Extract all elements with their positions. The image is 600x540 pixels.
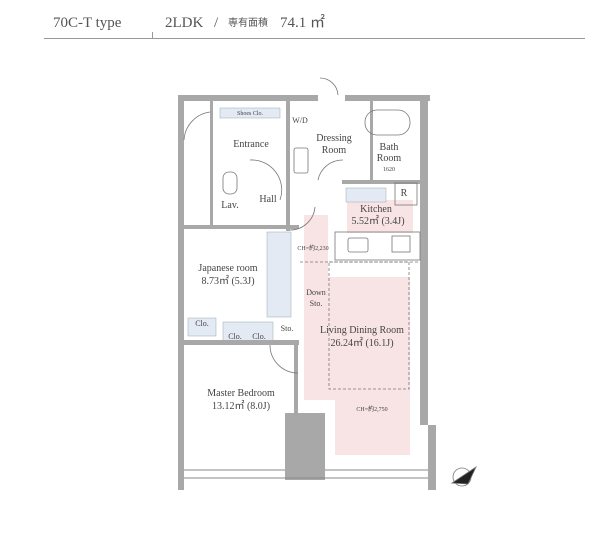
fixtures: [183, 77, 477, 487]
label-down-storage: Sto.: [310, 299, 323, 308]
bathtub-icon: [364, 109, 411, 136]
label-down: Down: [306, 288, 326, 297]
label-living-dining: Living Dining Room: [320, 325, 404, 336]
label-refrigerator: R: [401, 188, 408, 199]
label-kitchen-area: 5.52㎡ (3.4J): [351, 215, 404, 227]
label-hall: Hall: [259, 194, 276, 205]
label-wd: W/D: [292, 116, 308, 125]
label-entrance: Entrance: [233, 139, 269, 150]
separator: /: [214, 15, 219, 31]
balcony: [184, 469, 428, 479]
label-storage: Sto.: [281, 324, 294, 333]
label-japanese-room: Japanese room: [198, 263, 257, 274]
label-bath-room: Room: [377, 153, 402, 164]
storage-tint: [187, 107, 387, 343]
label-closet-2: Clo.: [228, 332, 242, 341]
label-living-area: 26.24㎡ (16.1J): [330, 337, 393, 349]
label-ceiling-kitchen: CH=約2,230: [297, 244, 328, 252]
label-closet-3: Clo.: [252, 332, 266, 341]
walls: [178, 95, 436, 490]
label-master-bedroom: Master Bedroom: [207, 388, 275, 399]
layout-type: 2LDK: [165, 15, 204, 31]
label-dressing-room: Room: [322, 145, 347, 156]
label-shoes-closet: Shoes Clo.: [237, 111, 264, 117]
unit-type: 70C-T type: [53, 15, 122, 31]
label-lav: Lav.: [221, 200, 238, 211]
area-value: 74.1 ㎡: [280, 15, 326, 31]
label-closet-1: Clo.: [195, 319, 209, 328]
area-label: 専有面積: [228, 18, 268, 29]
label-japanese-area: 8.73㎡ (5.3J): [201, 275, 254, 287]
kitchen-sink-icon: [347, 237, 369, 253]
stove-icon: [391, 235, 411, 253]
label-ceiling-living: CH=約2,750: [356, 405, 387, 413]
refrigerator-icon: [394, 182, 418, 206]
living-tint: [304, 200, 413, 455]
label-bath-size: 1620: [383, 167, 395, 173]
toilet-icon: [222, 171, 238, 195]
header-rule: [44, 38, 585, 39]
label-master-area: 13.12㎡ (8.0J): [212, 400, 270, 412]
label-bath: Bath: [380, 142, 399, 153]
label-kitchen: Kitchen: [360, 204, 392, 215]
divider: [152, 32, 153, 39]
label-dressing: Dressing: [316, 133, 352, 144]
door-icon: [183, 111, 211, 141]
sink-icon: [293, 147, 309, 174]
